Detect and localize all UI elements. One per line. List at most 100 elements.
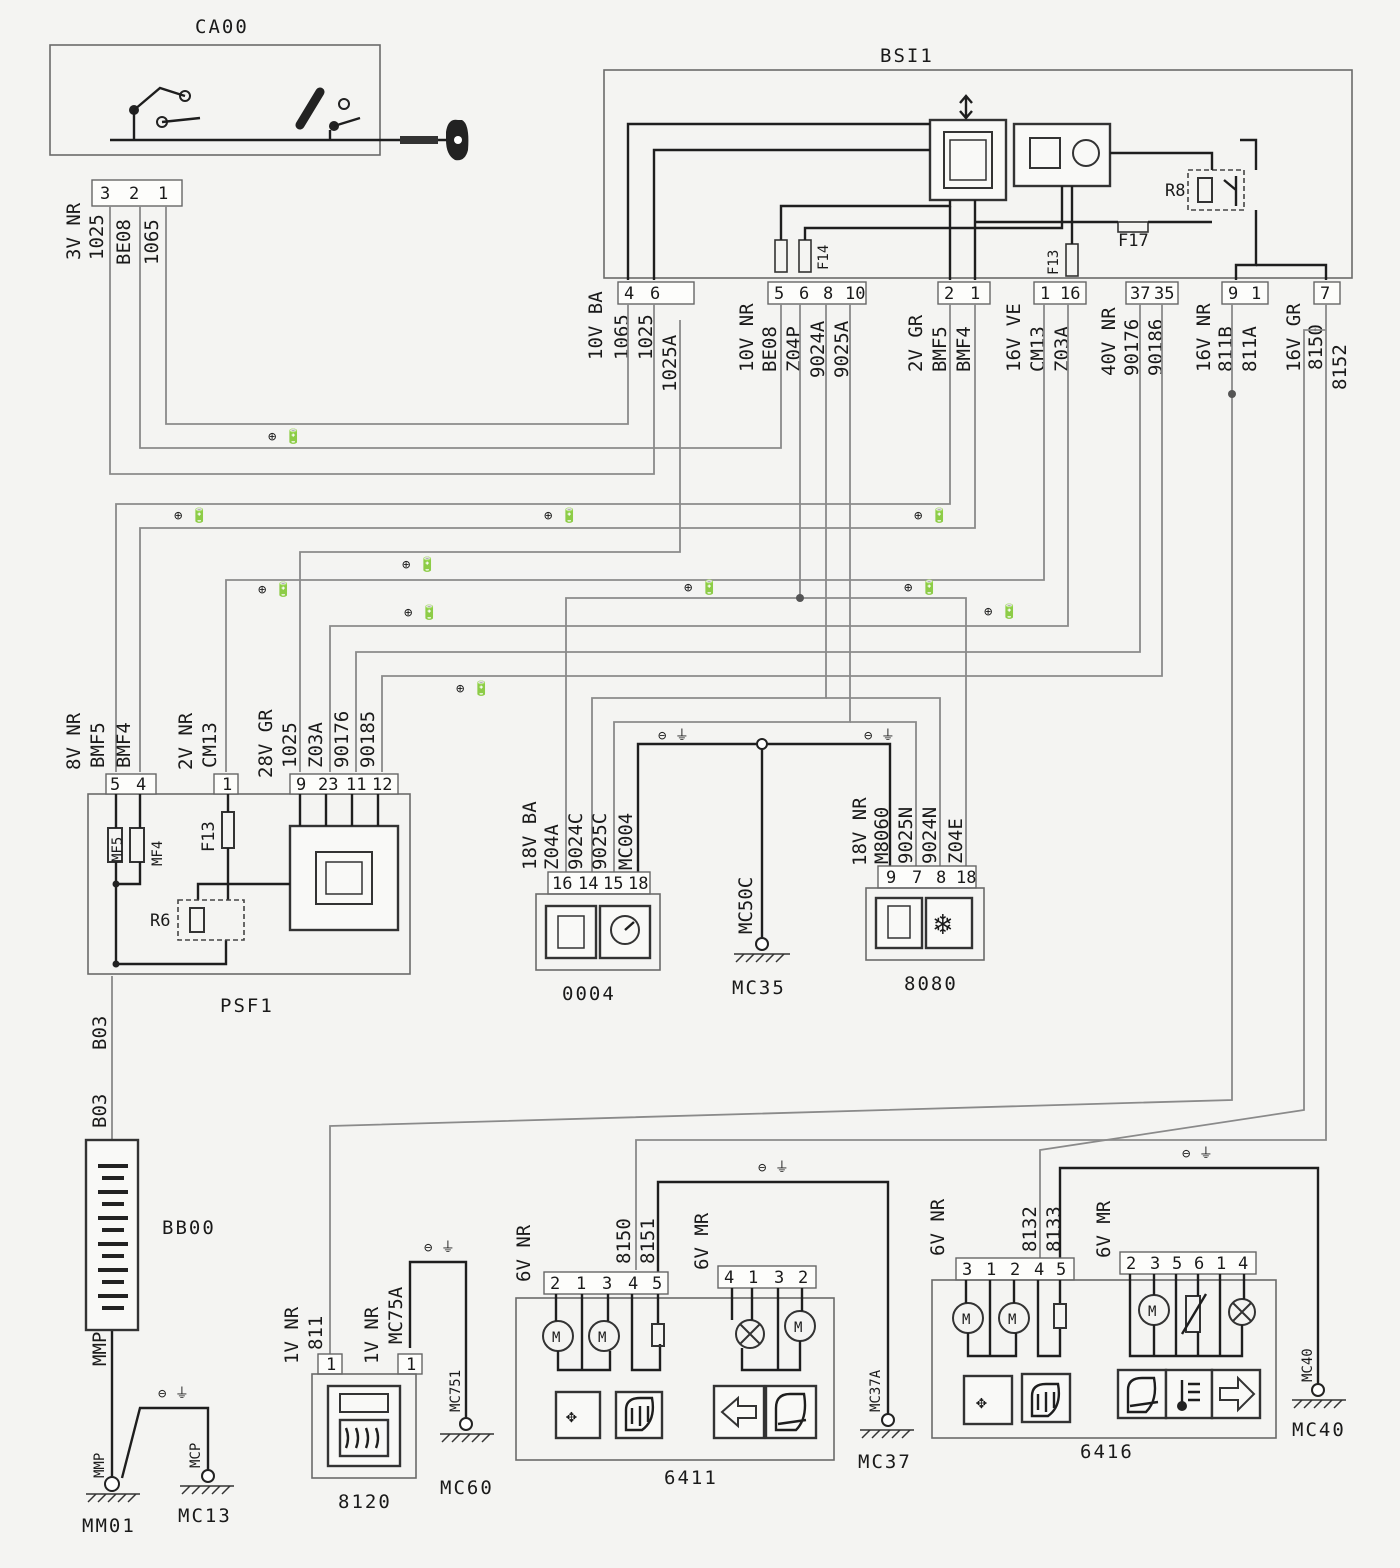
c8120-a-spec: 1V NR xyxy=(281,1306,303,1364)
wire-z04a: Z04A xyxy=(541,824,563,870)
c6416-pin-3b: 3 xyxy=(1150,1254,1160,1274)
plus-battery-icon: ⊕ 🔋 xyxy=(268,428,302,445)
minus-ground-icon: ⊖ ⏚ xyxy=(658,728,689,744)
wire-1065: 1065 xyxy=(141,219,163,265)
bsi1-pin-7: 7 xyxy=(1320,284,1330,304)
bsi1-pin-35: 35 xyxy=(1154,284,1174,304)
c6416-pin-5: 5 xyxy=(1056,1260,1066,1280)
c0004-pin-15: 15 xyxy=(603,874,623,894)
mc13-label: MC13 xyxy=(178,1505,232,1527)
relay-r6-icon xyxy=(177,899,245,941)
bsi1-pin-8: 8 xyxy=(823,284,833,304)
fuse-f13-icon xyxy=(1065,243,1079,277)
bsi1-pin-5: 5 xyxy=(774,284,784,304)
c6416-climate-panel: 6V NR 8132 8133 6V MR 3 1 2 4 5 2 3 5 6 … xyxy=(927,1198,1277,1463)
wire-90186: 90186 xyxy=(1145,319,1167,376)
bsi1-pin-6b: 6 xyxy=(799,284,809,304)
c8120-label: 8120 xyxy=(338,1491,392,1513)
f17-label: F17 xyxy=(1118,231,1149,251)
svg-text:M: M xyxy=(962,1312,970,1328)
wire-cm13: CM13 xyxy=(1027,326,1049,372)
psf1-a-spec: 8V NR xyxy=(63,712,85,770)
wire-z03a-psf: Z03A xyxy=(305,722,327,768)
ic-chip-icon xyxy=(1029,137,1061,169)
c6411-a-spec: 6V NR xyxy=(513,1224,535,1282)
mc37-label: MC37 xyxy=(858,1451,912,1473)
c6416-label: 6416 xyxy=(1080,1441,1134,1463)
wire-811a: 811A xyxy=(1239,326,1261,372)
wire-1025b: 1025 xyxy=(635,314,657,360)
ground-mm01: MMP MM01 xyxy=(82,1453,140,1537)
bsi1-pin-16: 16 xyxy=(1060,284,1080,304)
c6411-label: 6411 xyxy=(664,1467,718,1489)
wire-b03-bottom: B03 xyxy=(89,1094,111,1128)
ground-mc35: MC50C MC35 xyxy=(732,877,790,999)
f13-label: F13 xyxy=(1046,250,1062,275)
plus-battery-icon: ⊕ 🔋 xyxy=(174,507,208,524)
wire-8150-6411: 8150 xyxy=(613,1218,635,1264)
wire-90176-psf: 90176 xyxy=(331,711,353,768)
bsi1-label: BSI1 xyxy=(880,45,934,67)
wire-bmf4-psf: BMF4 xyxy=(113,722,135,768)
c6416-b-spec: 6V MR xyxy=(1093,1200,1115,1258)
wire-z04p: Z04P xyxy=(783,326,805,372)
psf1-pin-12: 12 xyxy=(372,775,392,795)
bidirectional-arrow-icon xyxy=(959,94,973,120)
mmp-ground-label: MMP xyxy=(92,1453,108,1478)
c8080-module: 9 7 8 18 ❄ 8080 18V NR M8060 9025N 9024N… xyxy=(849,797,985,995)
mf5-label: MF5 xyxy=(110,837,126,862)
wire-mmp: MMP xyxy=(89,1332,111,1366)
mc751-label: MC751 xyxy=(448,1370,464,1412)
wire-bmf5: BMF5 xyxy=(929,326,951,372)
svg-text:M: M xyxy=(552,1330,560,1346)
bsi1-g-spec: 16V GR xyxy=(1283,303,1305,372)
wire-bmf5-psf: BMF5 xyxy=(87,722,109,768)
c6411-climate-panel: 6V NR 8150 8151 6V MR 2 1 3 4 5 4 1 3 2 … xyxy=(513,1212,835,1489)
c0004-pin-18: 18 xyxy=(628,874,648,894)
ic-chip-icon xyxy=(325,861,363,895)
psf1-pin-9: 9 xyxy=(296,775,306,795)
wire-1065b: 1065 xyxy=(611,314,633,360)
bsi1-pin-6: 6 xyxy=(650,284,660,304)
wire-9025n: 9025N xyxy=(895,807,917,864)
ca00-spec: 3V NR xyxy=(63,202,85,260)
fuse-f13-psf-icon xyxy=(221,811,235,849)
c6416-pin-3: 3 xyxy=(962,1260,972,1280)
motor-icon: M xyxy=(588,1320,620,1352)
ic-chip-icon xyxy=(887,905,911,939)
c8120-b-spec: 1V NR xyxy=(361,1306,383,1364)
gauge-icon xyxy=(610,915,640,945)
windshield-defrost-icon xyxy=(624,1396,655,1432)
bsi1-d-spec: 16V VE xyxy=(1003,303,1025,372)
bsi1-pin-10: 10 xyxy=(845,284,865,304)
c6411-pin-3b: 3 xyxy=(774,1268,784,1288)
bsi1-c-spec: 2V GR xyxy=(905,314,927,372)
c0004-instrument-panel: 16 14 15 18 0004 18V BA Z04A 9024C 9025C… xyxy=(519,801,661,1005)
c0004-pin-16: 16 xyxy=(552,874,572,894)
psf1-b-spec: 2V NR xyxy=(175,712,197,770)
psf1-pin-1: 1 xyxy=(222,775,232,795)
wire-b03-top: B03 xyxy=(89,1016,111,1050)
wire-cm13-psf: CM13 xyxy=(199,722,221,768)
minus-ground-icon: ⊖ ⏚ xyxy=(158,1386,189,1402)
bsi1-pin-2: 2 xyxy=(944,284,954,304)
mc40-side-label: MC40 xyxy=(1300,1348,1316,1382)
plus-battery-icon: ⊕ 🔋 xyxy=(914,507,948,524)
wire-bmf4: BMF4 xyxy=(953,326,975,372)
bb00-label: BB00 xyxy=(162,1217,216,1239)
c6416-pin-1: 1 xyxy=(986,1260,996,1280)
mc37a-label: MC37A xyxy=(868,1369,884,1412)
mc40-label: MC40 xyxy=(1292,1419,1346,1441)
ground-mc13: MCP MC13 xyxy=(178,1443,234,1527)
rear-defrost-icon xyxy=(338,1418,390,1458)
c8080-pin-18: 18 xyxy=(956,868,976,888)
minus-ground-icon: ⊖ ⏚ xyxy=(758,1160,789,1176)
bsi1-a-spec: 10V BA xyxy=(585,291,607,360)
wire-mc75a: MC75A xyxy=(385,1286,407,1344)
svg-text:M: M xyxy=(598,1330,606,1346)
c6416-a-spec: 6V NR xyxy=(927,1198,949,1256)
plus-battery-icon: ⊕ 🔋 xyxy=(544,507,578,524)
minus-ground-icon: ⊖ ⏚ xyxy=(864,728,895,744)
wire-8152: 8152 xyxy=(1329,344,1351,390)
c8080-pin-8: 8 xyxy=(936,868,946,888)
